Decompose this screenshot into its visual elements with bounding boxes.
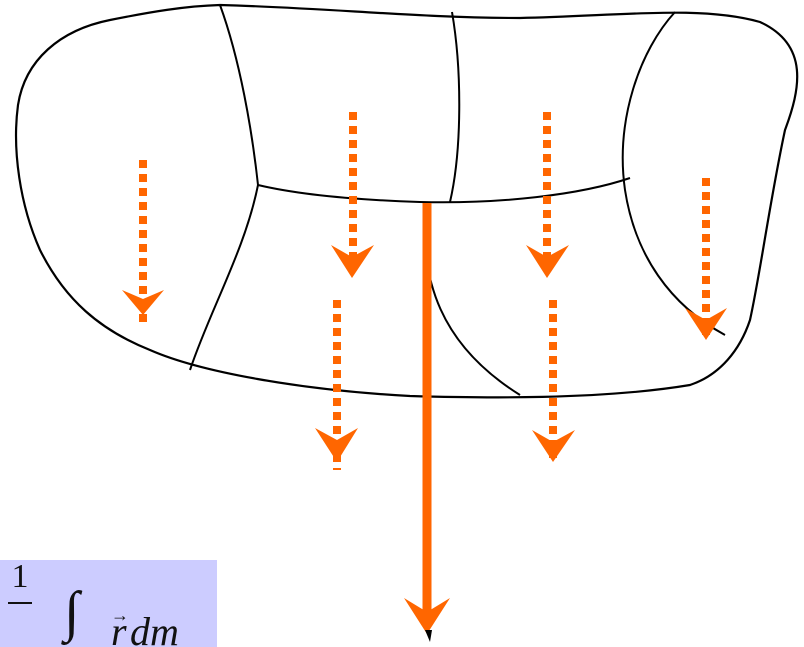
dashed-down-arrow-icon [315, 300, 358, 470]
divider-horizontal [257, 177, 631, 204]
fraction-bar [8, 602, 32, 604]
divider-mid-top [449, 11, 461, 203]
dashed-down-arrow-icon [532, 300, 575, 462]
integral-sign: ∫ [64, 581, 80, 643]
mass-differential: dm [130, 609, 179, 647]
divider-right [621, 11, 726, 336]
divider-left-top [219, 4, 259, 186]
center-of-mass-formula: 1 ∫ → r dm [0, 560, 217, 647]
element-weight-arrows [122, 112, 727, 470]
dashed-down-arrow-icon [331, 112, 374, 278]
divider-left-bottom [189, 184, 259, 371]
resultant-down-arrow-icon [404, 203, 450, 642]
dashed-down-arrow-icon [526, 112, 569, 278]
vector-arrow: → [111, 605, 129, 625]
position-vector: r [111, 609, 127, 647]
divider-mid-bottom [423, 204, 521, 396]
body-outline [14, 3, 799, 399]
dashed-down-arrow-icon [685, 178, 727, 340]
dashed-down-arrow-icon [122, 160, 164, 325]
formula-numerator: 1 [11, 560, 29, 595]
division-lines [189, 4, 726, 396]
